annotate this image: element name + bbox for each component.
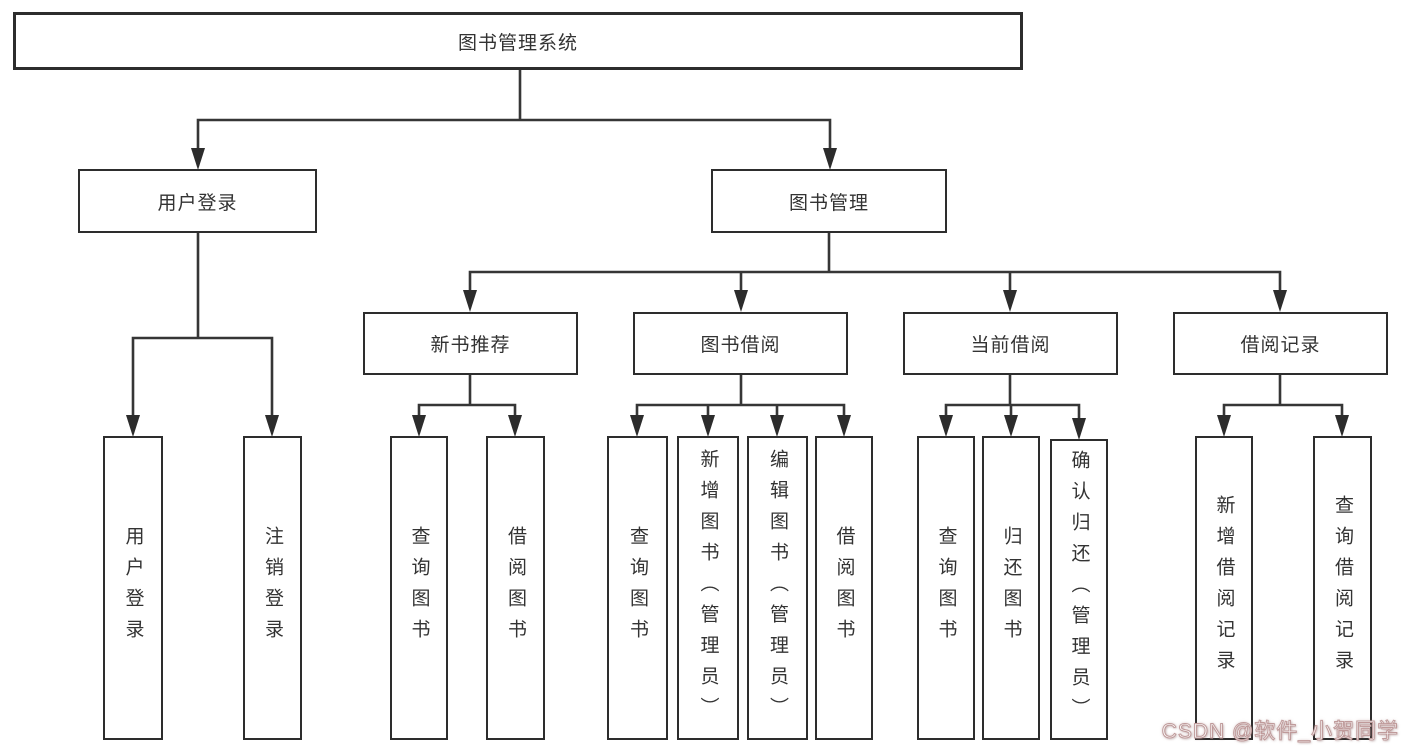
node-label: 借阅记录 — [1240, 335, 1321, 356]
leaf-rec-borrow-books: 借阅图书 — [486, 436, 545, 740]
leaf-cb-query-books: 查询图书 — [917, 436, 975, 740]
connector-newbookrec-to-leaves — [412, 375, 522, 437]
node-label: 借阅图书 — [833, 526, 855, 650]
node-label: 用户登录 — [157, 192, 238, 214]
node-new-book-recommendation: 新书推荐 — [363, 312, 578, 375]
node-label: 用户登录 — [122, 526, 144, 650]
node-label: 查询图书 — [935, 526, 957, 650]
leaf-user-login: 用户登录 — [103, 436, 163, 740]
connector-borrowrecords-to-leaves — [1217, 375, 1349, 437]
node-label: 借阅图书 — [505, 526, 526, 650]
node-label: 编辑图书（管理员） — [767, 448, 788, 728]
node-library-management-system: 图书管理系统 — [13, 12, 1023, 70]
leaf-bb-edit-books-admin: 编辑图书（管理员） — [747, 436, 808, 740]
node-label: 图书管理 — [788, 192, 869, 214]
node-label: 查询图书 — [627, 526, 648, 650]
node-label: 注销登录 — [262, 526, 283, 650]
node-label: 当前借阅 — [970, 335, 1051, 356]
node-label: 查询借阅记录 — [1332, 495, 1353, 681]
leaf-logout: 注销登录 — [243, 436, 302, 740]
csdn-watermark: CSDN @软件_小贺同学 — [1161, 720, 1399, 744]
connector-root-to-level2 — [191, 70, 837, 170]
leaf-cb-confirm-return-admin: 确认归还（管理员） — [1050, 439, 1108, 740]
leaf-bb-query-books: 查询图书 — [607, 436, 668, 740]
connector-userlogin-to-leaves — [126, 233, 279, 437]
leaf-rec-query-books: 查询图书 — [390, 436, 448, 740]
node-label: 新增借阅记录 — [1213, 495, 1235, 681]
node-label: 图书管理系统 — [457, 32, 578, 54]
node-label: 新书推荐 — [430, 335, 511, 356]
node-user-login: 用户登录 — [78, 169, 317, 233]
node-book-management: 图书管理 — [711, 169, 947, 233]
node-label: 归还图书 — [1000, 526, 1022, 650]
node-borrowing-records: 借阅记录 — [1173, 312, 1388, 375]
connector-currentborrow-to-leaves — [939, 375, 1086, 440]
node-label: 图书借阅 — [700, 335, 781, 356]
node-label: 查询图书 — [408, 526, 430, 650]
leaf-br-query-record: 查询借阅记录 — [1313, 436, 1372, 740]
leaf-cb-return-books: 归还图书 — [982, 436, 1040, 740]
leaf-bb-borrow-books: 借阅图书 — [815, 436, 873, 740]
connector-bookborrow-to-leaves — [630, 375, 851, 437]
node-current-borrowing: 当前借阅 — [903, 312, 1118, 375]
node-book-borrowing: 图书借阅 — [633, 312, 848, 375]
node-label: 确认归还（管理员） — [1068, 450, 1090, 729]
node-label: 新增图书（管理员） — [697, 448, 719, 728]
leaf-bb-add-books-admin: 新增图书（管理员） — [677, 436, 739, 740]
leaf-br-add-record: 新增借阅记录 — [1195, 436, 1253, 740]
connector-bookmgmt-to-level3 — [463, 233, 1287, 312]
